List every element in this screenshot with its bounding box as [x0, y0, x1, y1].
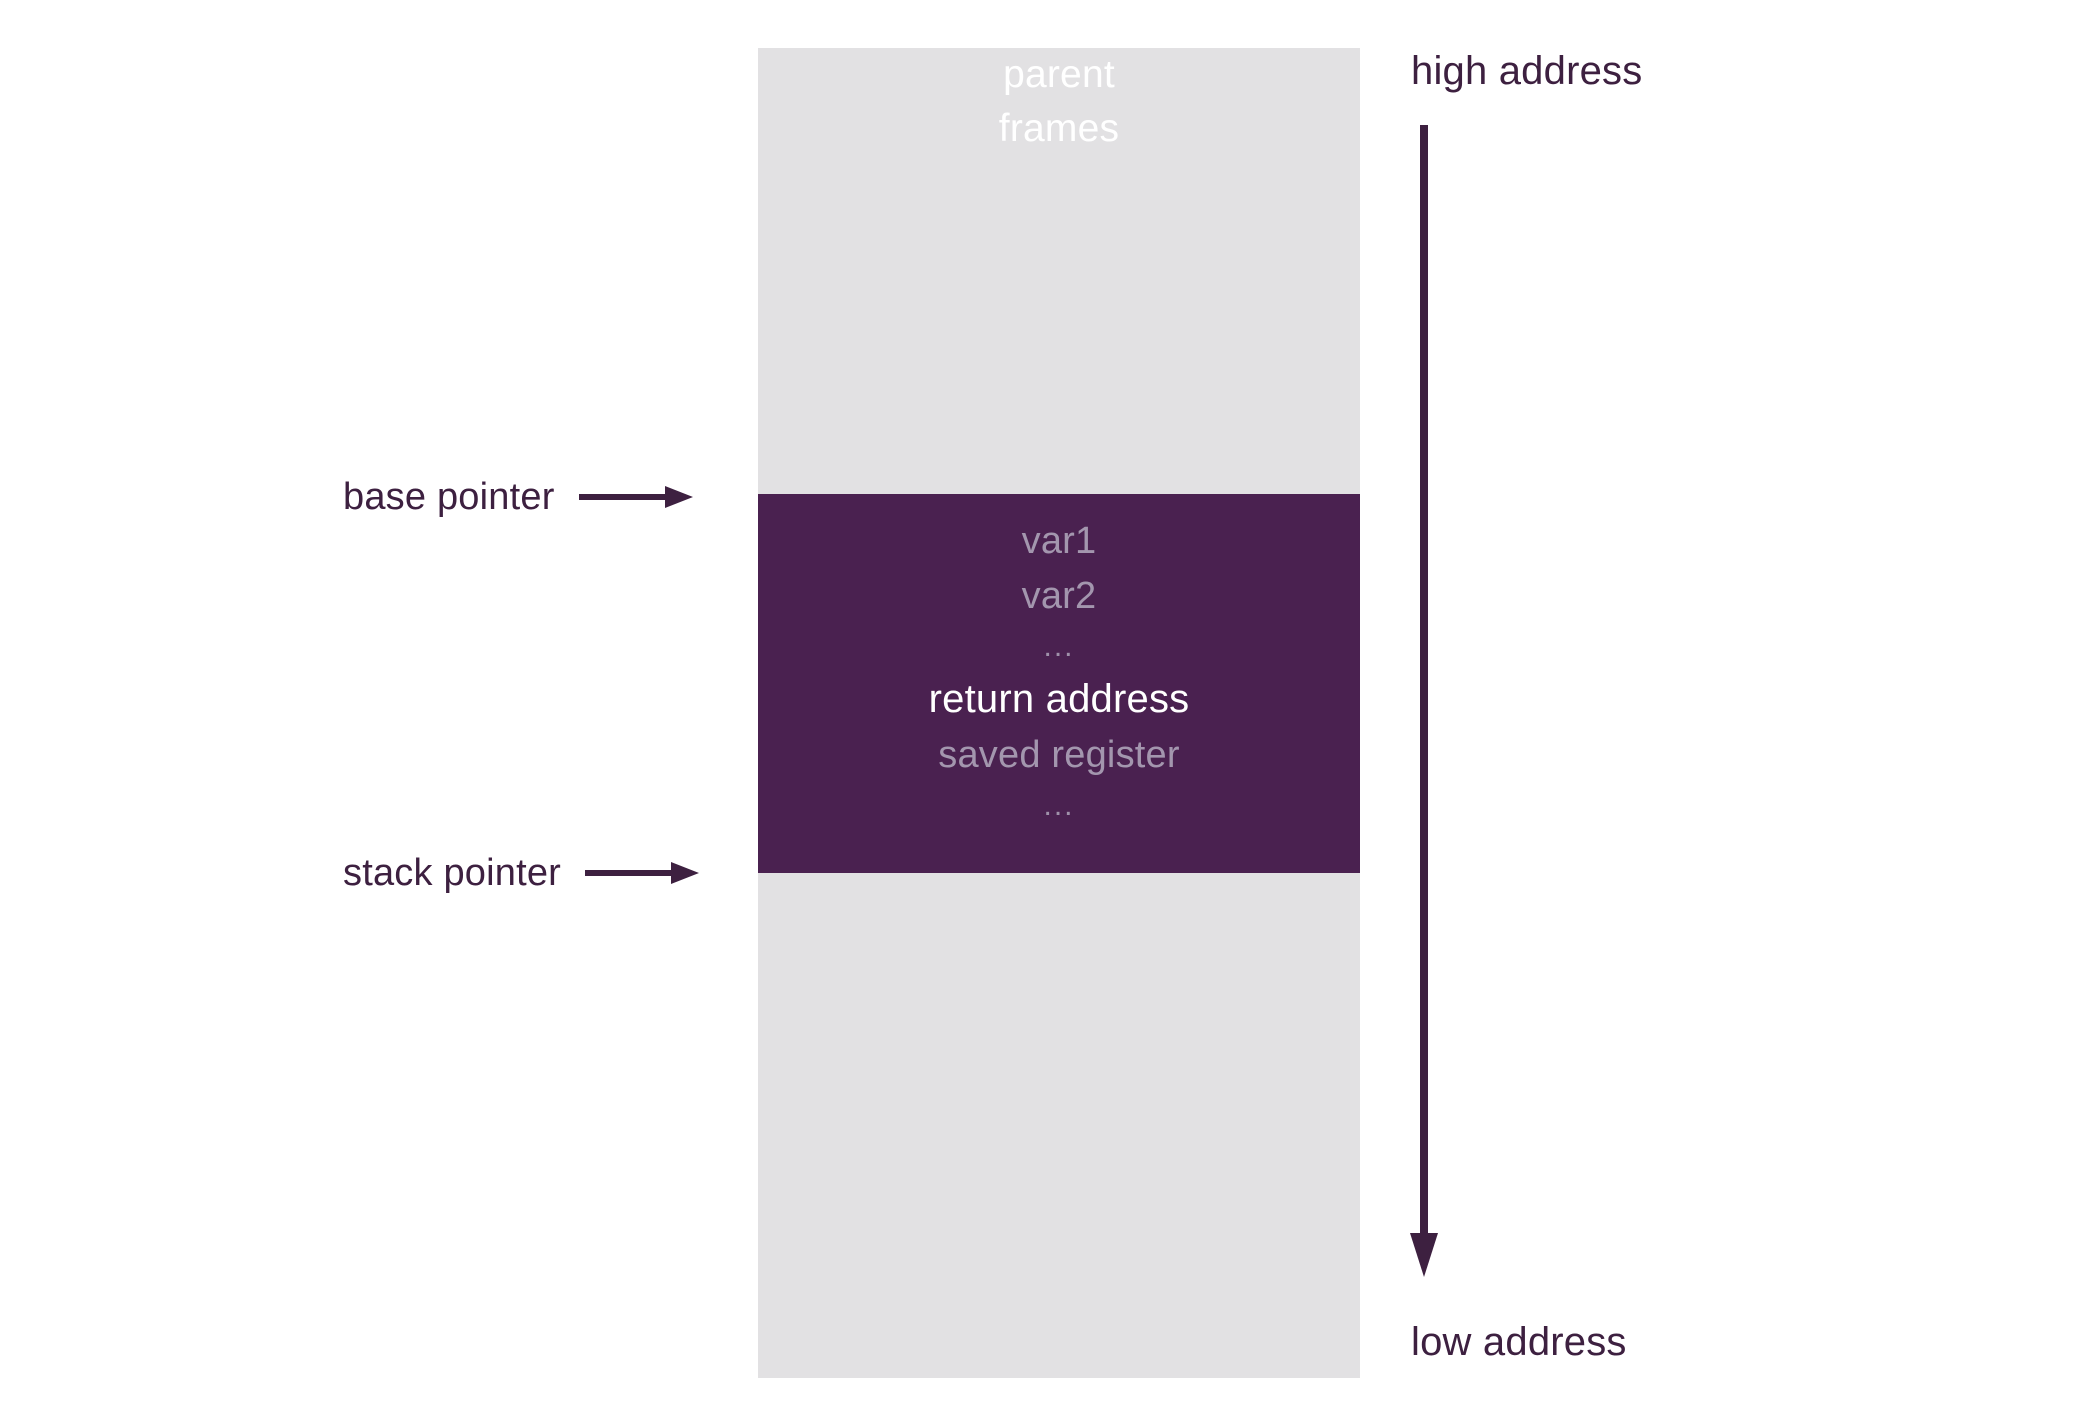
- stack-pointer-label: stack pointer: [343, 852, 562, 894]
- frame-entry-var2: var2: [1021, 575, 1097, 617]
- current-frame-entries: var1 var2 ... return address saved regis…: [758, 494, 1360, 873]
- parent-frames-label: parent frames: [998, 53, 1120, 150]
- arrow-right-icon: [585, 862, 700, 884]
- parent-frames-region: parent frames: [758, 48, 1360, 494]
- arrow-right-icon: [578, 486, 693, 508]
- high-address-label: high address: [1411, 49, 1643, 93]
- base-pointer-annotation: base pointer: [343, 469, 695, 525]
- frame-entry-var1: var1: [1021, 520, 1097, 562]
- frame-entry-ellipsis-top: ...: [1043, 630, 1075, 663]
- frame-entry-saved-register: saved register: [938, 734, 1180, 776]
- base-pointer-label: base pointer: [343, 476, 555, 518]
- arrow-down-icon: [1410, 125, 1438, 1277]
- current-frame-block: var1 var2 ... return address saved regis…: [758, 494, 1360, 873]
- stack-pointer-annotation: stack pointer: [343, 845, 701, 901]
- frame-entry-ellipsis-bottom: ...: [1043, 789, 1075, 822]
- low-address-label: low address: [1411, 1320, 1627, 1364]
- frame-entry-return-address: return address: [928, 677, 1190, 721]
